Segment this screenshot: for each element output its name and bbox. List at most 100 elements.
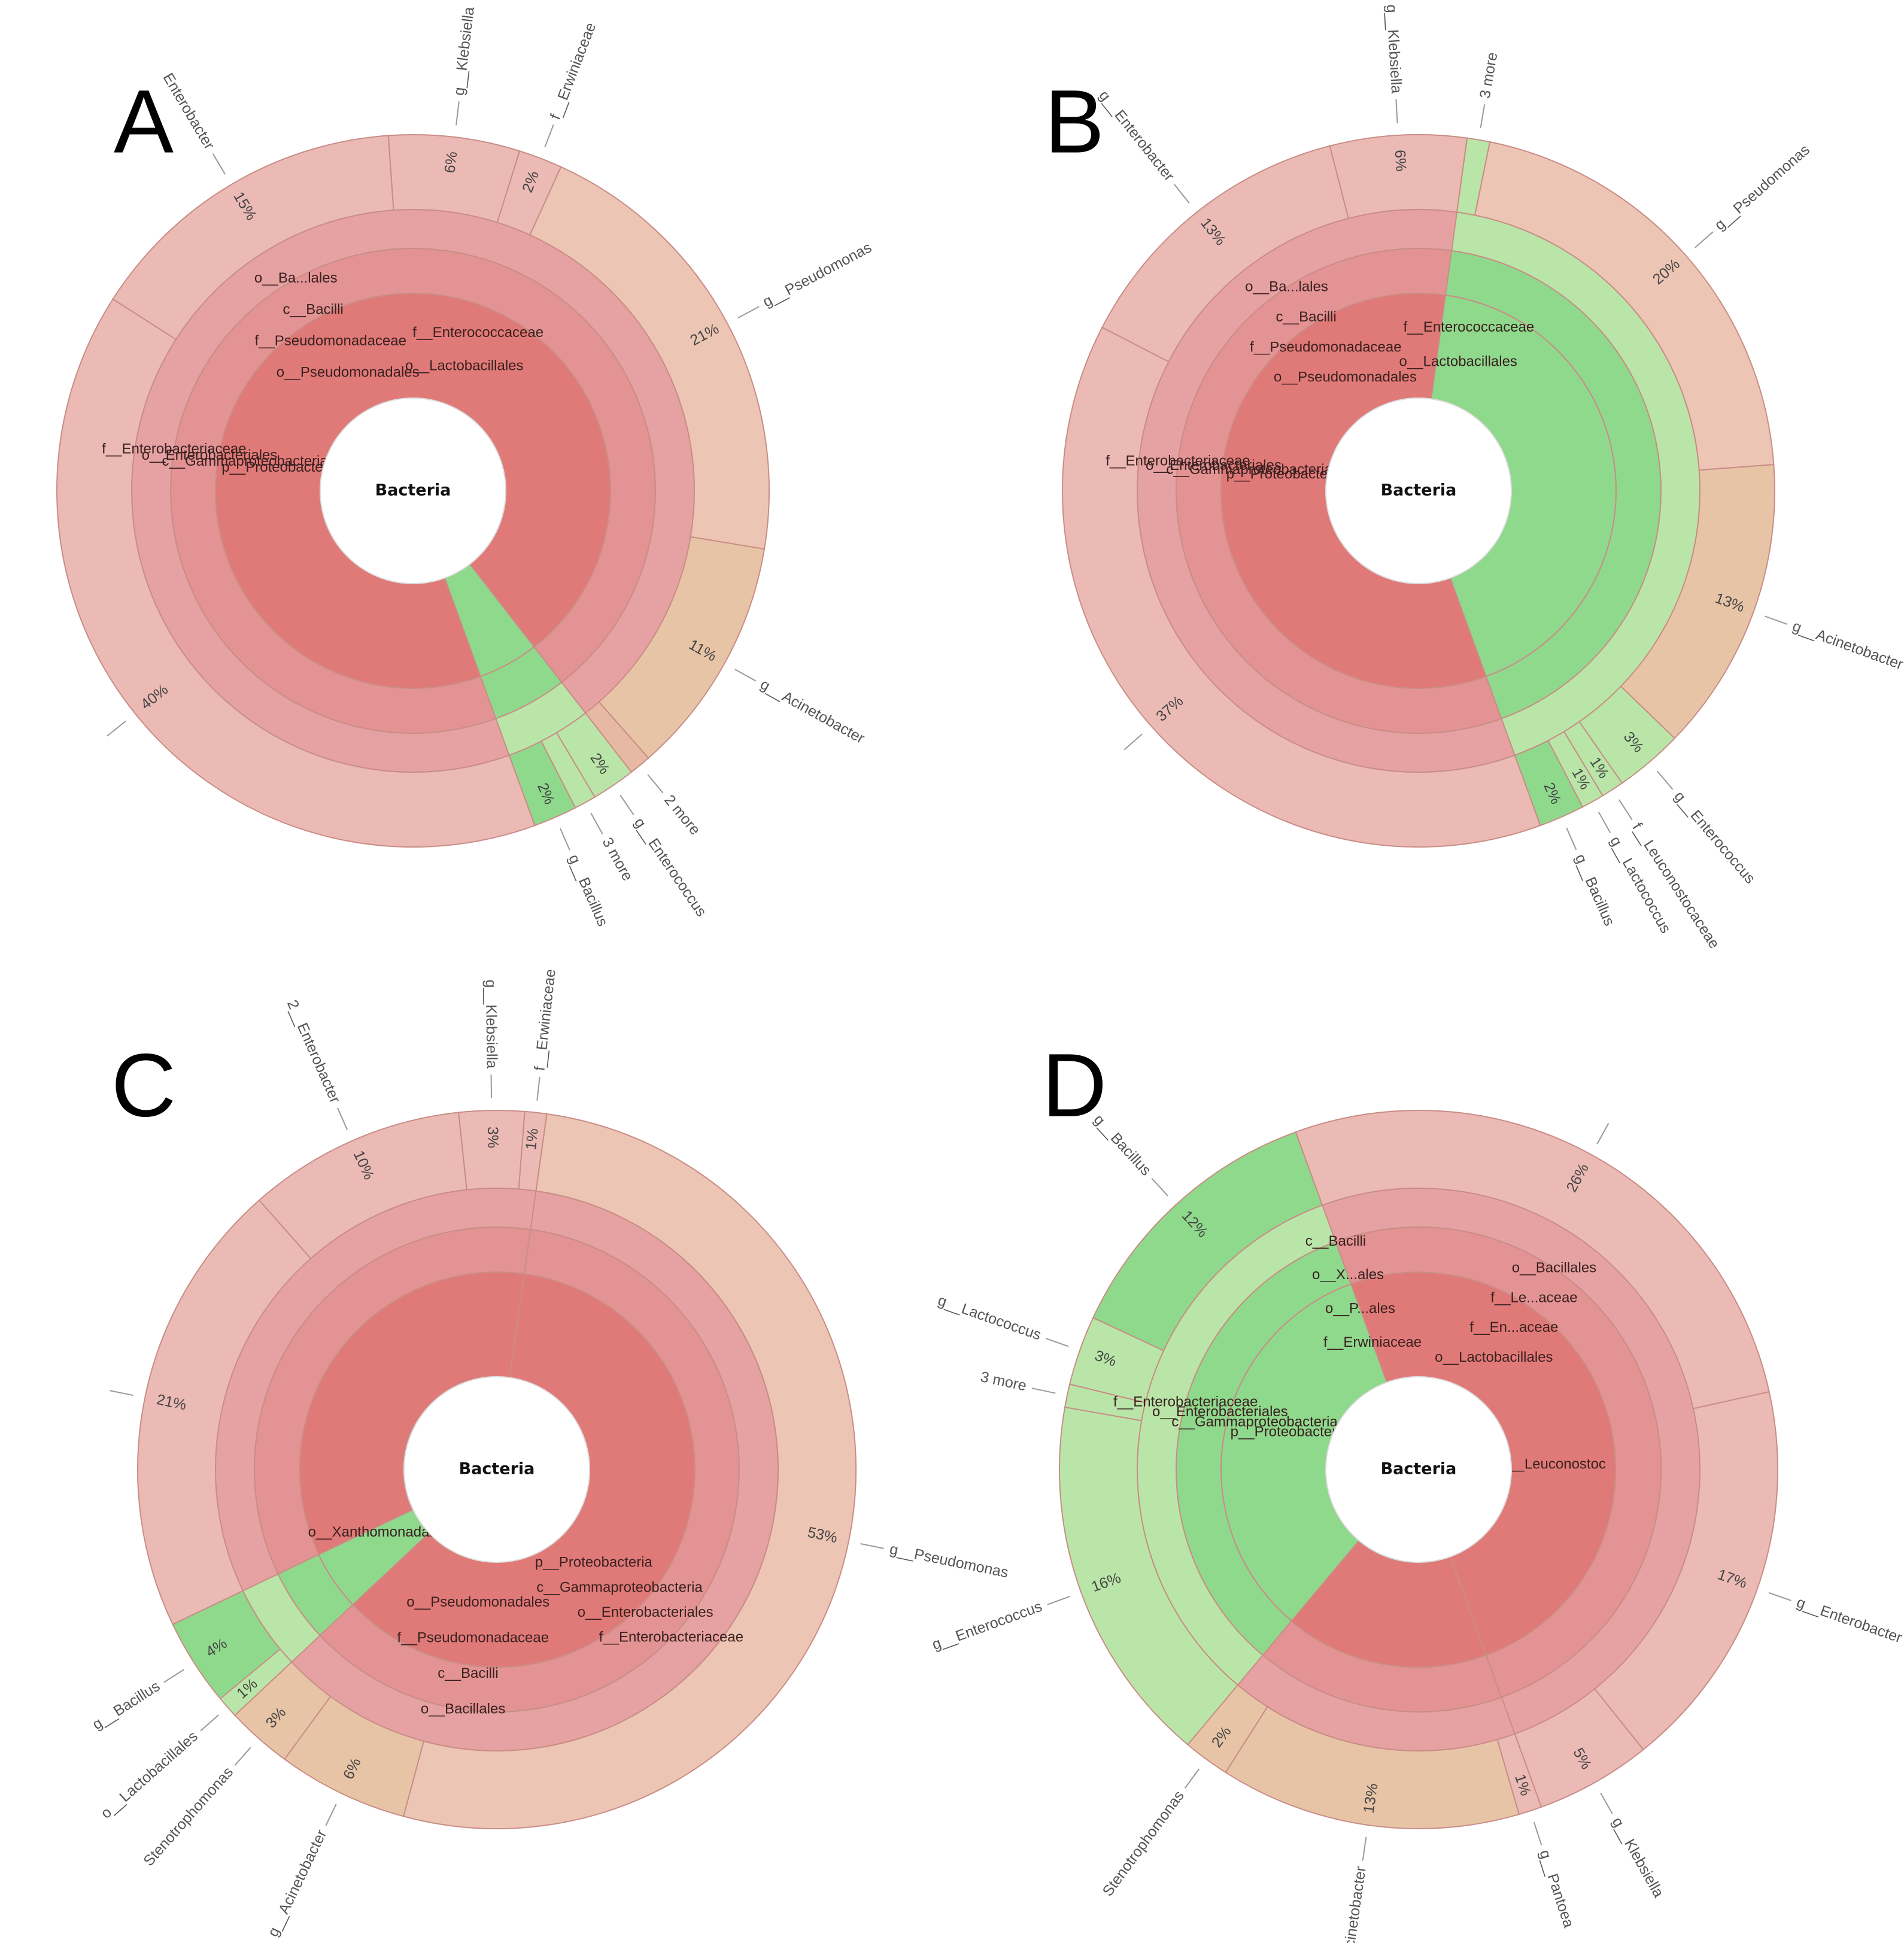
leader-line — [1768, 1592, 1791, 1601]
slice-percent: 6% — [1392, 149, 1410, 172]
inner-taxon-label: p__Proteobacteria — [535, 1555, 653, 1571]
sunburst-panel-a: A40%15%Enterobacter6%g__Klebsiella2%f__E… — [56, 6, 874, 929]
leader-line — [1395, 99, 1398, 124]
slice-label: g__Klebsiella — [1383, 4, 1405, 94]
inner-taxon-label: o__Enterobacteriales — [1146, 457, 1282, 473]
inner-taxon-label: f__Enterococcaceae — [1403, 319, 1534, 335]
slice-label: 3 more — [599, 835, 636, 884]
leader-line — [1596, 1122, 1610, 1144]
inner-taxon-label: o__Lactobacillales — [1399, 353, 1517, 369]
inner-taxon-label: g__Leuconostoc — [1501, 1456, 1606, 1472]
slice-percent: 3% — [484, 1127, 502, 1149]
slice-label: g__Acinetobacter — [1790, 618, 1904, 673]
leader-line — [590, 812, 603, 834]
slice-label: g__Enterobacter — [1794, 1594, 1904, 1647]
center-label: Bacteria — [375, 481, 451, 500]
slice-unlabeled — [1295, 1110, 1770, 1410]
phylum-ring-proteobacteria — [300, 1272, 695, 1667]
slice-label: g__Klebsiella — [451, 6, 478, 96]
slice-label: g__Pantoea — [1536, 1848, 1577, 1930]
leader-line — [1695, 231, 1714, 248]
leader-line — [1598, 811, 1611, 833]
slice-percent: 6% — [441, 151, 460, 174]
inner-taxon-label: f__Enterococcaceae — [412, 324, 543, 341]
slice-label: 2 more — [661, 792, 703, 839]
leader-line — [544, 125, 554, 148]
inner-taxon-label: o__Pseudomonadales — [277, 364, 420, 380]
leader-line — [1046, 1338, 1069, 1347]
leader-line — [163, 1669, 185, 1683]
slice-label: g__Klebsiella — [482, 979, 500, 1068]
leader-line — [1600, 1792, 1613, 1814]
leader-line — [234, 1747, 251, 1766]
inner-taxon-label: f__Erwiniaceae — [1323, 1334, 1422, 1350]
leader-line — [337, 1107, 348, 1130]
slice-g-klebsiella — [1329, 134, 1468, 220]
inner-taxon-label: f__Enterobacteriaceae — [102, 441, 247, 457]
slice-label: 3 more — [1477, 51, 1501, 99]
inner-taxon-label: o__Lactobacillales — [1435, 1349, 1553, 1365]
inner-taxon-label: f__Pseudomonadaceae — [254, 333, 406, 349]
inner-taxon-label: c__Bacilli — [438, 1665, 498, 1681]
leader-line — [536, 1076, 540, 1101]
slice-label: g__Pseudomonas — [888, 1541, 1010, 1581]
inner-taxon-label: o__X...ales — [1312, 1267, 1384, 1283]
slice-label: g__Bacillus — [565, 852, 611, 928]
slice-g-klebsiella — [387, 134, 521, 223]
center-label: Bacteria — [1381, 1460, 1457, 1478]
leader-line — [1764, 615, 1788, 625]
center-hole — [1325, 1376, 1512, 1563]
leader-line — [1480, 104, 1486, 128]
slice-label: g__Bacillus — [89, 1678, 163, 1733]
inner-taxon-label: f__Le...aceae — [1490, 1289, 1577, 1306]
slice-percent: 13% — [1361, 1782, 1381, 1814]
leader-line — [455, 101, 460, 126]
inner-taxon-label: f__En...aceae — [1469, 1319, 1558, 1335]
leader-line — [559, 828, 570, 851]
slice-label: g__Lactococcus — [936, 1292, 1043, 1343]
inner-taxon-label: o__Ba...lales — [254, 270, 338, 286]
slice-label: f__Erwiniaceae — [531, 968, 558, 1071]
leader-line — [1047, 1596, 1070, 1605]
slice-g-klebsiella — [1514, 1688, 1644, 1808]
inner-taxon-label: o__Pseudomonadales — [1274, 369, 1417, 385]
leader-line — [1151, 1177, 1168, 1197]
panel-letter: D — [1042, 1035, 1107, 1136]
slice-percent: 1% — [523, 1128, 542, 1151]
panel-letter: B — [1044, 71, 1104, 172]
inner-taxon-label: o__Enterobacteriales — [578, 1604, 713, 1620]
slice-unlabeled — [137, 1199, 312, 1625]
slice-label: g__Klebsiella — [1609, 1814, 1667, 1900]
leader-line — [325, 1804, 337, 1826]
leader-line — [1362, 1836, 1367, 1861]
center-label: Bacteria — [1381, 481, 1457, 500]
inner-taxon-label: p__Proteobacteria — [1226, 466, 1344, 482]
leader-line — [200, 1714, 219, 1732]
slice-f-erwiniaceae — [518, 1110, 548, 1192]
inner-taxon-label: f__Enterobacteriaceae — [1113, 1394, 1258, 1410]
slice-g-bacillus — [508, 740, 576, 827]
inner-taxon-label: o__Bacillales — [1512, 1260, 1596, 1276]
leader-line — [107, 720, 126, 737]
slice-g-pseudomonas — [529, 166, 770, 550]
inner-taxon-label: f__Pseudomonadaceae — [397, 1630, 549, 1646]
leader-line — [1656, 770, 1674, 790]
inner-taxon-label: c__Bacilli — [1276, 309, 1336, 325]
sunburst-panel-d: D1%g__Pantoea13%g__Acinetobacter2%Stenot… — [930, 1035, 1904, 1943]
inner-taxon-label: o__Ba...lales — [1245, 279, 1328, 295]
leader-line — [1123, 733, 1143, 751]
inner-taxon-label: c__Gammaproteobacteria — [1166, 462, 1332, 478]
slice-label: g__Enterobacter — [1095, 87, 1177, 184]
center-hole — [403, 1376, 590, 1563]
leader-line — [734, 669, 757, 682]
slice-label: f__Erwiniaceae — [547, 20, 599, 122]
slice-label: g__Enterococcus — [930, 1598, 1044, 1653]
inner-taxon-label: o__Enterobacteriales — [1152, 1404, 1288, 1420]
slice-unlabeled — [1062, 326, 1541, 848]
slice-g-bacillus — [1514, 739, 1584, 827]
inner-taxon-label: c__Gammaproteobacteria — [536, 1579, 703, 1595]
panel-letter: A — [114, 71, 174, 172]
leader-line — [1566, 827, 1577, 851]
